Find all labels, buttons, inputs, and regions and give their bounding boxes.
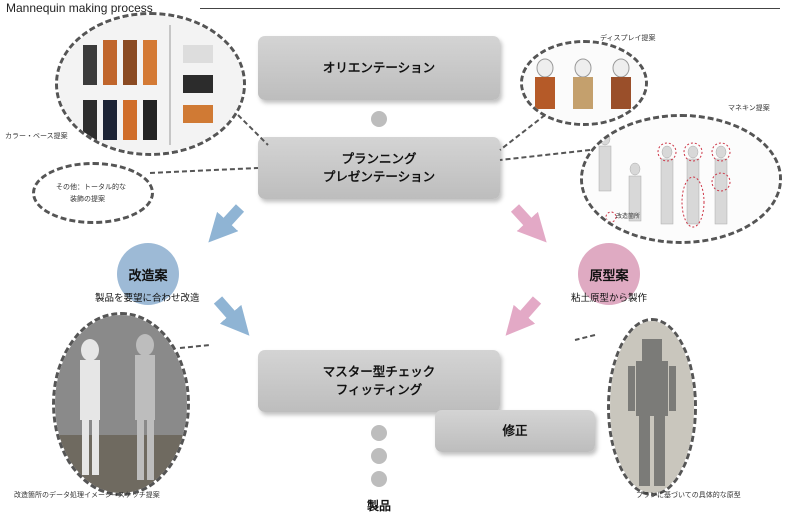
display-torsos-image bbox=[523, 43, 645, 123]
header-rule bbox=[200, 8, 780, 9]
planning-label-line2: プレゼンテーション bbox=[322, 169, 436, 184]
arrow-down-left bbox=[208, 204, 245, 243]
prototype-circle: 原型案 bbox=[578, 243, 640, 305]
display-caption: ディスプレイ提案 bbox=[600, 34, 656, 42]
other-total-caption-line1: その他：トータル的な bbox=[56, 183, 126, 191]
prototype-title: 原型案 bbox=[589, 268, 629, 284]
modification-photo-bubble bbox=[52, 312, 190, 496]
arrow-down-right bbox=[510, 204, 547, 243]
flow-dot bbox=[371, 425, 387, 441]
arrow-down-left-to-master bbox=[505, 296, 542, 336]
mannequin-bubble bbox=[580, 114, 782, 244]
master-check-box: マスター型チェック フィッティング bbox=[258, 350, 500, 412]
display-bubble bbox=[520, 40, 648, 126]
modification-circle: 改造案 bbox=[117, 243, 179, 305]
other-total-caption-line2: 装飾の提案 bbox=[70, 195, 105, 203]
revision-box: 修正 bbox=[435, 410, 595, 452]
revision-label: 修正 bbox=[502, 423, 528, 438]
master-check-label-line2: フィッティング bbox=[335, 382, 423, 397]
modification-title: 改造案 bbox=[128, 268, 168, 284]
orientation-box: オリエンテーション bbox=[258, 36, 500, 100]
product-label: 製品 bbox=[367, 499, 392, 513]
planning-label-line1: プランニング bbox=[341, 151, 417, 166]
modified-mannequins-photo bbox=[55, 315, 187, 493]
mannequin-inner-caption: 改造箇所 bbox=[616, 213, 641, 220]
pants-catalog-image bbox=[58, 15, 243, 153]
arrow-down-right-to-master bbox=[213, 296, 250, 336]
prototype-photo-caption: プランに基づいての具体的な原型 bbox=[636, 491, 741, 499]
mannequin-caption: マネキン提案 bbox=[728, 104, 770, 112]
flow-dot bbox=[371, 471, 387, 487]
flow-dot bbox=[371, 111, 387, 127]
flow-dot bbox=[371, 448, 387, 464]
prototype-photo-bubble bbox=[607, 318, 697, 496]
color-base-bubble bbox=[55, 12, 246, 156]
modification-photo-caption: 改造箇所のデータ処理イメージ→スケッチ提案 bbox=[14, 491, 160, 499]
mannequin-sketch-image bbox=[583, 117, 779, 241]
master-check-label-line1: マスター型チェック bbox=[322, 364, 436, 379]
page-title: Mannequin making process bbox=[6, 1, 153, 15]
planning-box: プランニング プレゼンテーション bbox=[258, 137, 500, 199]
modification-desc: 製品を要望に合わせ改造 bbox=[95, 293, 200, 304]
prototype-desc: 粘土原型から製作 bbox=[571, 293, 648, 304]
clay-prototype-photo bbox=[610, 321, 694, 493]
other-total-bubble bbox=[32, 162, 154, 224]
color-base-caption: カラー・ベース提案 bbox=[5, 132, 68, 140]
orientation-label: オリエンテーション bbox=[322, 60, 436, 75]
